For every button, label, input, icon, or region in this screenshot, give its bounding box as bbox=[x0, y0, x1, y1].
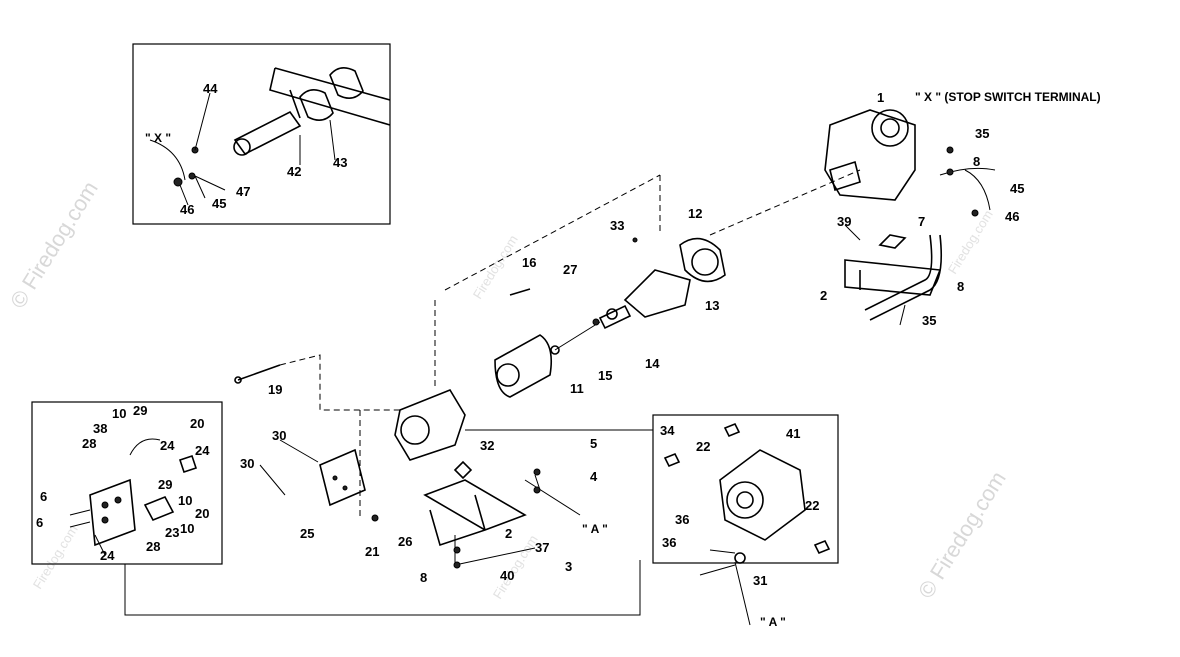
callout-39: 39 bbox=[837, 214, 851, 229]
callout-36-a: 36 bbox=[675, 512, 689, 527]
callout-22-a: 22 bbox=[696, 439, 710, 454]
callout-16: 16 bbox=[522, 255, 536, 270]
callout-8-bottom: 8 bbox=[420, 570, 427, 585]
callout-24-b: 24 bbox=[195, 443, 210, 458]
callout-43: 43 bbox=[333, 155, 347, 170]
callout-15: 15 bbox=[598, 368, 612, 383]
watermark-right: Firedog.com bbox=[945, 207, 996, 276]
callout-47: 47 bbox=[236, 184, 250, 199]
inset-left bbox=[31, 401, 223, 565]
callout-35-top: 35 bbox=[975, 126, 989, 141]
callout-45-inset: 45 bbox=[212, 196, 226, 211]
callout-13: 13 bbox=[705, 298, 719, 313]
callout-45-right: 45 bbox=[1010, 181, 1024, 196]
callout-40: 40 bbox=[500, 568, 514, 583]
inset-top-left bbox=[132, 43, 391, 225]
callout-28-b: 28 bbox=[146, 539, 160, 554]
a-marker-center: " A " bbox=[582, 522, 608, 536]
callout-7: 7 bbox=[918, 214, 925, 229]
callout-22-b: 22 bbox=[805, 498, 819, 513]
callout-26: 26 bbox=[398, 534, 412, 549]
callout-30-b: 30 bbox=[240, 456, 254, 471]
callout-20-b: 20 bbox=[195, 506, 209, 521]
callout-1: 1 bbox=[877, 90, 884, 105]
callout-23: 23 bbox=[165, 525, 179, 540]
callout-46-right: 46 bbox=[1005, 209, 1019, 224]
callout-30-a: 30 bbox=[272, 428, 286, 443]
callout-4: 4 bbox=[590, 469, 598, 484]
callout-6-b: 6 bbox=[36, 515, 43, 530]
callout-34: 34 bbox=[660, 423, 675, 438]
callout-27: 27 bbox=[563, 262, 577, 277]
callout-8-top: 8 bbox=[973, 154, 980, 169]
callout-38: 38 bbox=[93, 421, 107, 436]
callout-46-inset: 46 bbox=[180, 202, 194, 217]
callout-24-a: 24 bbox=[160, 438, 175, 453]
callout-14: 14 bbox=[645, 356, 660, 371]
callout-29-a: 29 bbox=[133, 403, 147, 418]
callout-2-right: 2 bbox=[820, 288, 827, 303]
watermark-center: Firedog.com bbox=[470, 232, 521, 301]
callout-10-c: 10 bbox=[180, 521, 194, 536]
callout-42: 42 bbox=[287, 164, 301, 179]
callout-24-c: 24 bbox=[100, 548, 115, 563]
callout-41: 41 bbox=[786, 426, 800, 441]
callout-44: 44 bbox=[203, 81, 218, 96]
rotor-stator-parts bbox=[234, 169, 861, 520]
callout-12: 12 bbox=[688, 206, 702, 221]
callout-11: 11 bbox=[570, 381, 584, 396]
callout-10-b: 10 bbox=[178, 493, 192, 508]
callout-31: 31 bbox=[753, 573, 767, 588]
callout-21: 21 bbox=[365, 544, 379, 559]
engine-assembly bbox=[824, 109, 996, 326]
watermark-bottom-mid: Firedog.com bbox=[490, 532, 541, 601]
callout-25: 25 bbox=[300, 526, 314, 541]
a-marker-bottom: " A " bbox=[760, 615, 786, 629]
watermark-bottom-right: © Firedog.com bbox=[913, 467, 1011, 603]
callout-36-b: 36 bbox=[662, 535, 676, 550]
callout-29-b: 29 bbox=[158, 477, 172, 492]
callout-32: 32 bbox=[480, 438, 494, 453]
callout-10-a: 10 bbox=[112, 406, 126, 421]
callout-19: 19 bbox=[268, 382, 282, 397]
callout-28-a: 28 bbox=[82, 436, 96, 451]
x-marker-inset: " X " bbox=[145, 131, 171, 145]
callout-5: 5 bbox=[590, 436, 597, 451]
callout-3: 3 bbox=[565, 559, 572, 574]
inset-bottom-right bbox=[465, 414, 839, 626]
callout-33: 33 bbox=[610, 218, 624, 233]
callout-8-right: 8 bbox=[957, 279, 964, 294]
callout-20-a: 20 bbox=[190, 416, 204, 431]
watermark-bottom-left: Firedog.com bbox=[30, 522, 81, 591]
callout-6-a: 6 bbox=[40, 489, 47, 504]
frame-and-panel bbox=[259, 439, 581, 569]
callout-2-center: 2 bbox=[505, 526, 512, 541]
stop-switch-note: " X " (STOP SWITCH TERMINAL) bbox=[915, 90, 1101, 104]
callout-37: 37 bbox=[535, 540, 549, 555]
watermark-left: © Firedog.com bbox=[5, 177, 103, 313]
leader-line-bottom bbox=[124, 560, 641, 616]
callout-35-bottom: 35 bbox=[922, 313, 936, 328]
